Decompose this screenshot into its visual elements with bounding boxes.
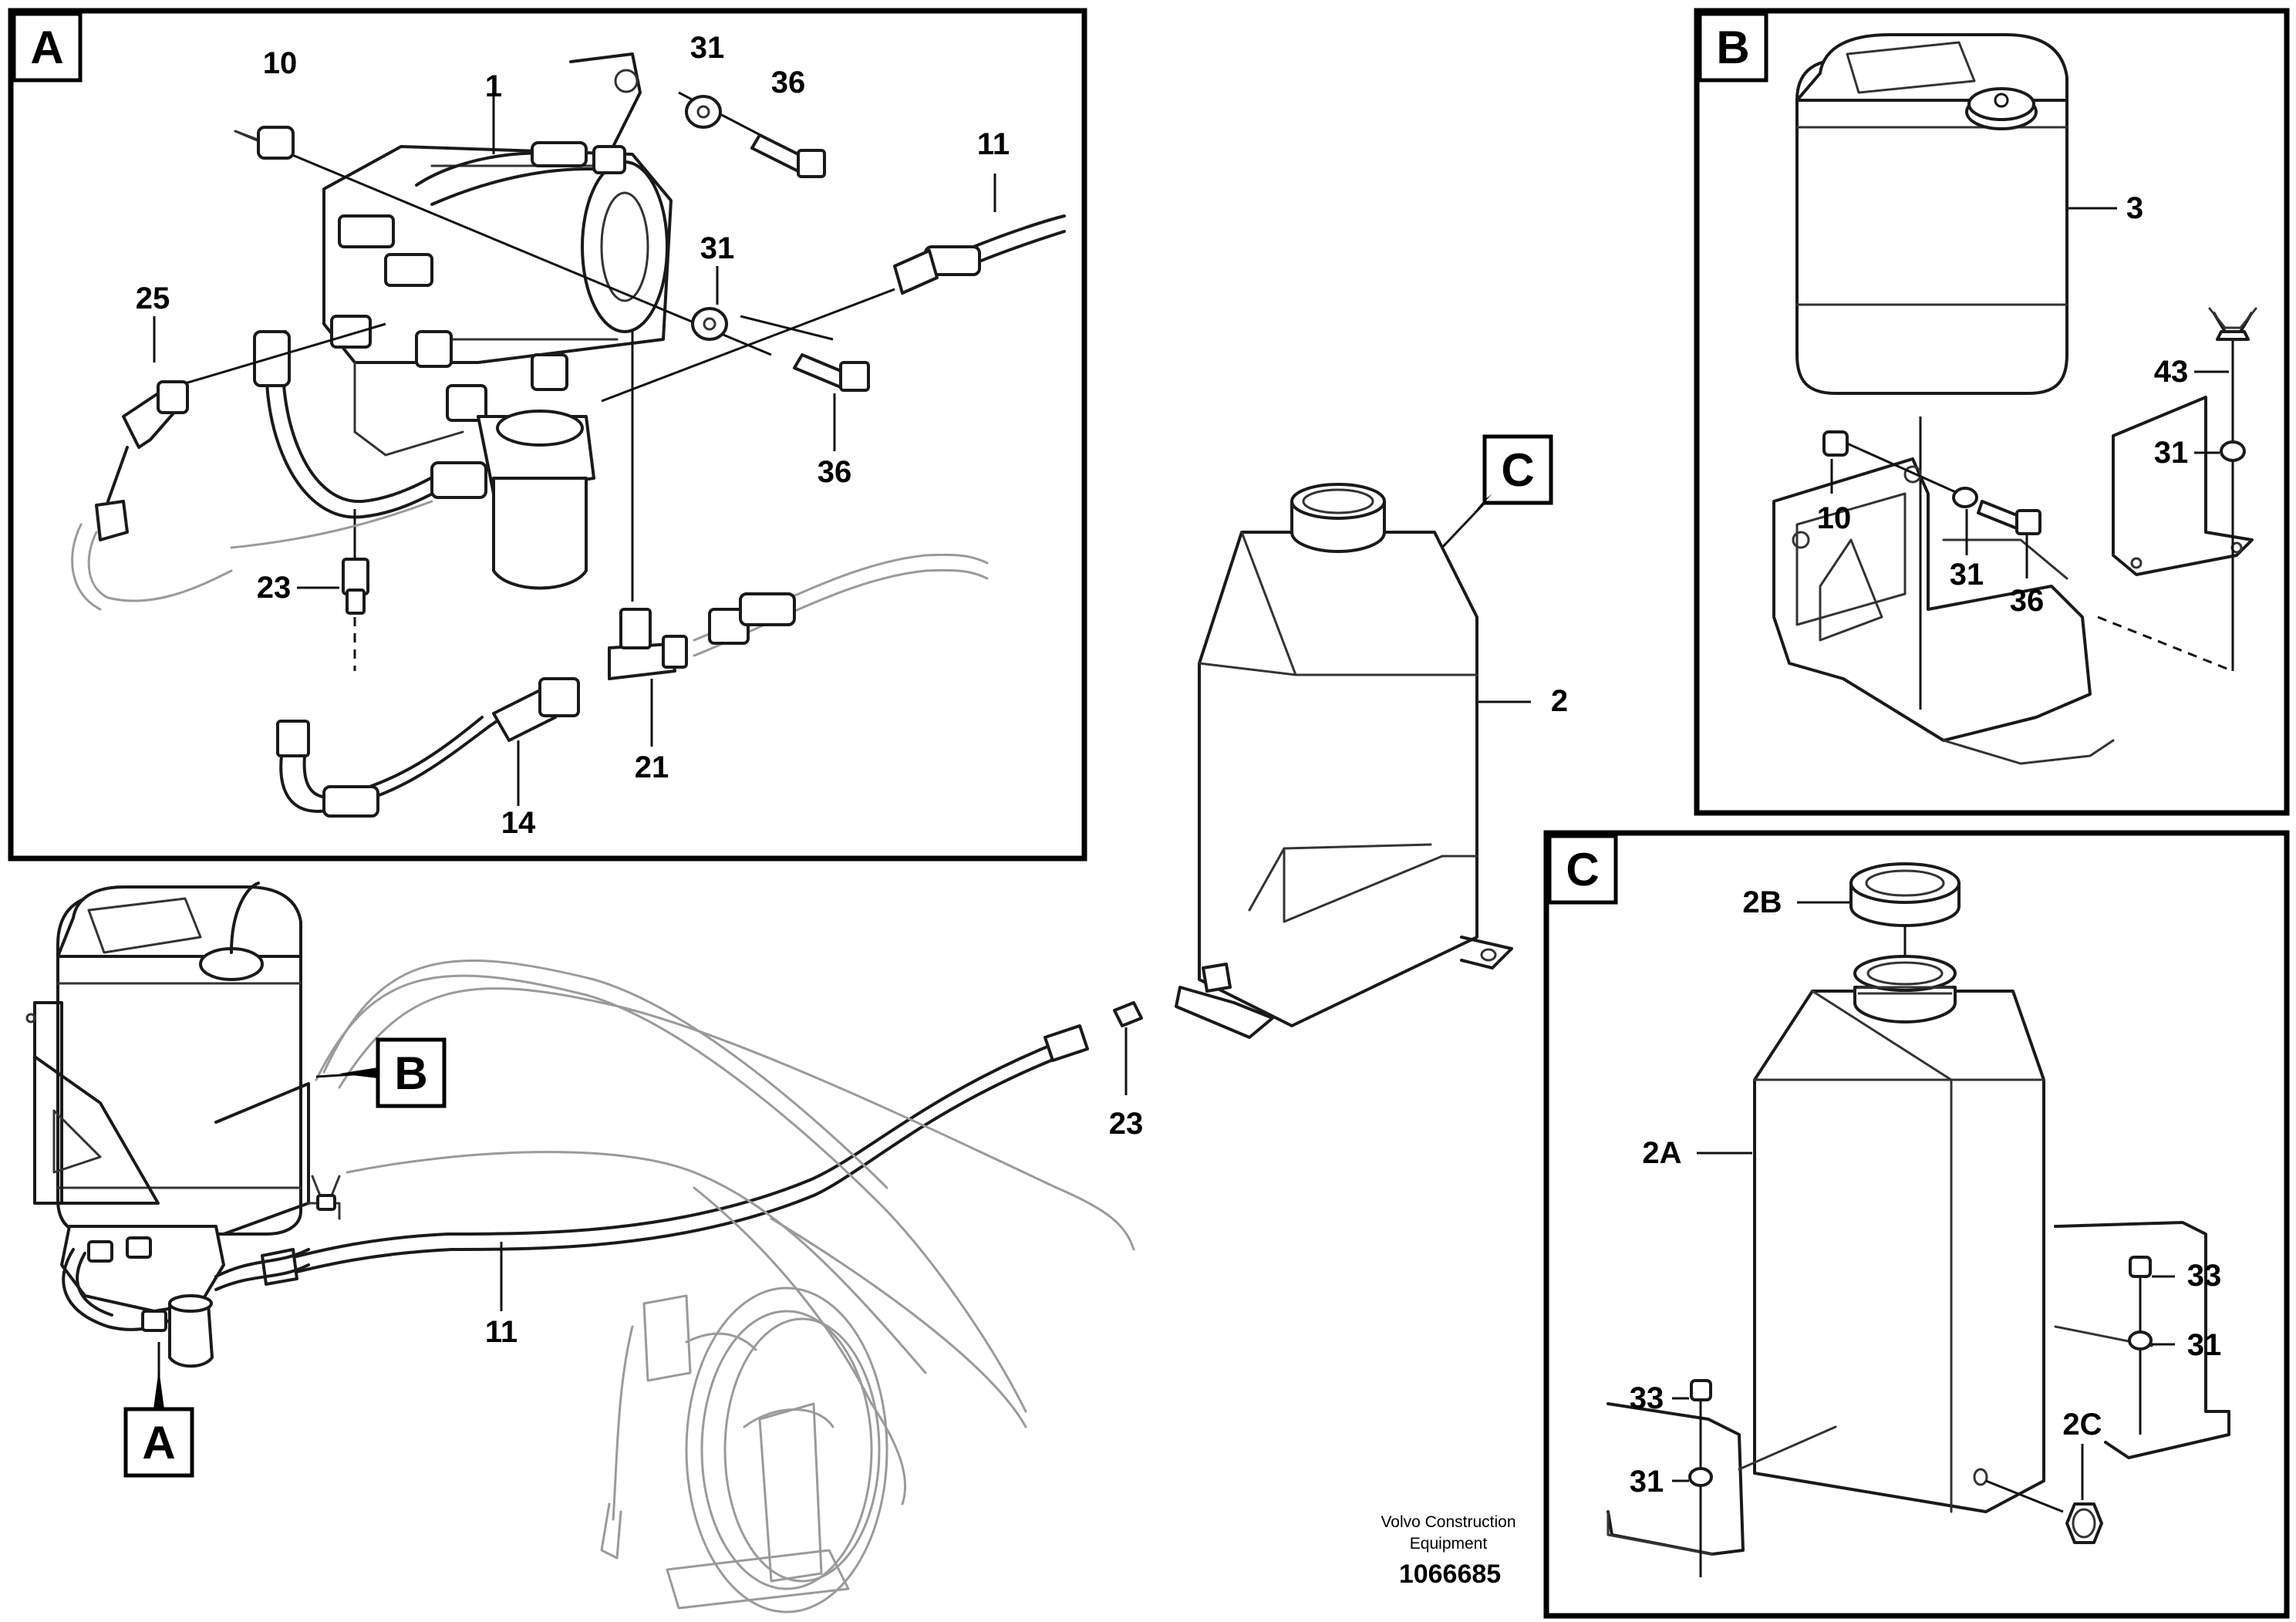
panel-b-tag: B <box>1716 22 1749 73</box>
main-ref-c: C <box>1501 444 1534 496</box>
callout-c-31-left: 31 <box>1630 1465 1664 1499</box>
fuel-pump-assembly <box>253 52 673 590</box>
footer: Volvo Construction Equipment 1066685 <box>1381 1513 1515 1589</box>
callout-b-10: 10 <box>1817 501 1852 535</box>
main-jerrycan <box>25 882 341 1368</box>
main-ref-b: B <box>394 1047 427 1099</box>
callout-a-23: 23 <box>257 571 292 605</box>
panel-c-frame <box>1543 830 2290 1619</box>
company-line-2: Equipment <box>1410 1535 1488 1553</box>
callout-c-33-left: 33 <box>1630 1381 1664 1415</box>
callout-b-3: 3 <box>2126 191 2143 225</box>
panel-a-tag-box <box>12 12 83 83</box>
callout-a-31-upper: 31 <box>690 31 725 65</box>
callout-c-33-right: 33 <box>2187 1259 2222 1293</box>
callout-main-11: 11 <box>485 1315 518 1349</box>
callout-a-1: 1 <box>485 69 502 103</box>
callout-b-36: 36 <box>2010 584 2045 618</box>
panel-a: A <box>8 8 1087 862</box>
callout-c-2a: 2A <box>1642 1136 1681 1170</box>
callout-a-21: 21 <box>635 750 669 784</box>
main-ref-b-box <box>376 1037 447 1108</box>
panel-b-tag-box <box>1698 12 1768 83</box>
callout-a-10: 10 <box>263 46 298 80</box>
panel-c-tag: C <box>1566 844 1599 895</box>
panel-a-tag: A <box>30 22 63 73</box>
panel-b-frame <box>1694 8 2290 816</box>
callout-a-11: 11 <box>977 127 1010 161</box>
main-ref-a: A <box>142 1417 175 1469</box>
company-line-1: Volvo Construction <box>1381 1513 1515 1531</box>
callout-a-31-lower: 31 <box>700 231 735 265</box>
callout-b-31-right: 31 <box>2154 436 2189 470</box>
callout-c-31-right: 31 <box>2187 1328 2222 1362</box>
main-ref-c-box <box>1482 434 1553 505</box>
callout-a-36-upper: 36 <box>771 66 806 99</box>
callout-a-36-lower: 36 <box>818 455 852 489</box>
holder-bracket <box>1772 457 2115 765</box>
panel-b: B <box>1694 8 2290 816</box>
callout-main-23: 23 <box>1109 1107 1144 1141</box>
reservoir-2a <box>1753 955 2045 1513</box>
document-number: 1066685 <box>1399 1560 1501 1589</box>
callout-b-43: 43 <box>2154 355 2189 389</box>
callout-main-2: 2 <box>1551 684 1568 718</box>
panel-c: C <box>1543 830 2290 1619</box>
callout-b-31-lower: 31 <box>1950 558 1984 592</box>
callout-c-2c: 2C <box>2062 1408 2102 1442</box>
panel-c-tag-box <box>1547 834 1618 905</box>
cap-2b <box>1849 862 1961 927</box>
jerrycan <box>1795 33 2068 395</box>
hose-reel <box>600 1286 888 1614</box>
main-ref-a-box <box>123 1407 194 1478</box>
callout-a-14: 14 <box>501 806 536 840</box>
callout-c-2b: 2B <box>1742 885 1782 919</box>
callout-a-25: 25 <box>136 282 170 315</box>
tank-2 <box>1175 483 1513 1039</box>
main-view: C <box>25 434 1568 1614</box>
panel-a-frame <box>8 8 1087 862</box>
